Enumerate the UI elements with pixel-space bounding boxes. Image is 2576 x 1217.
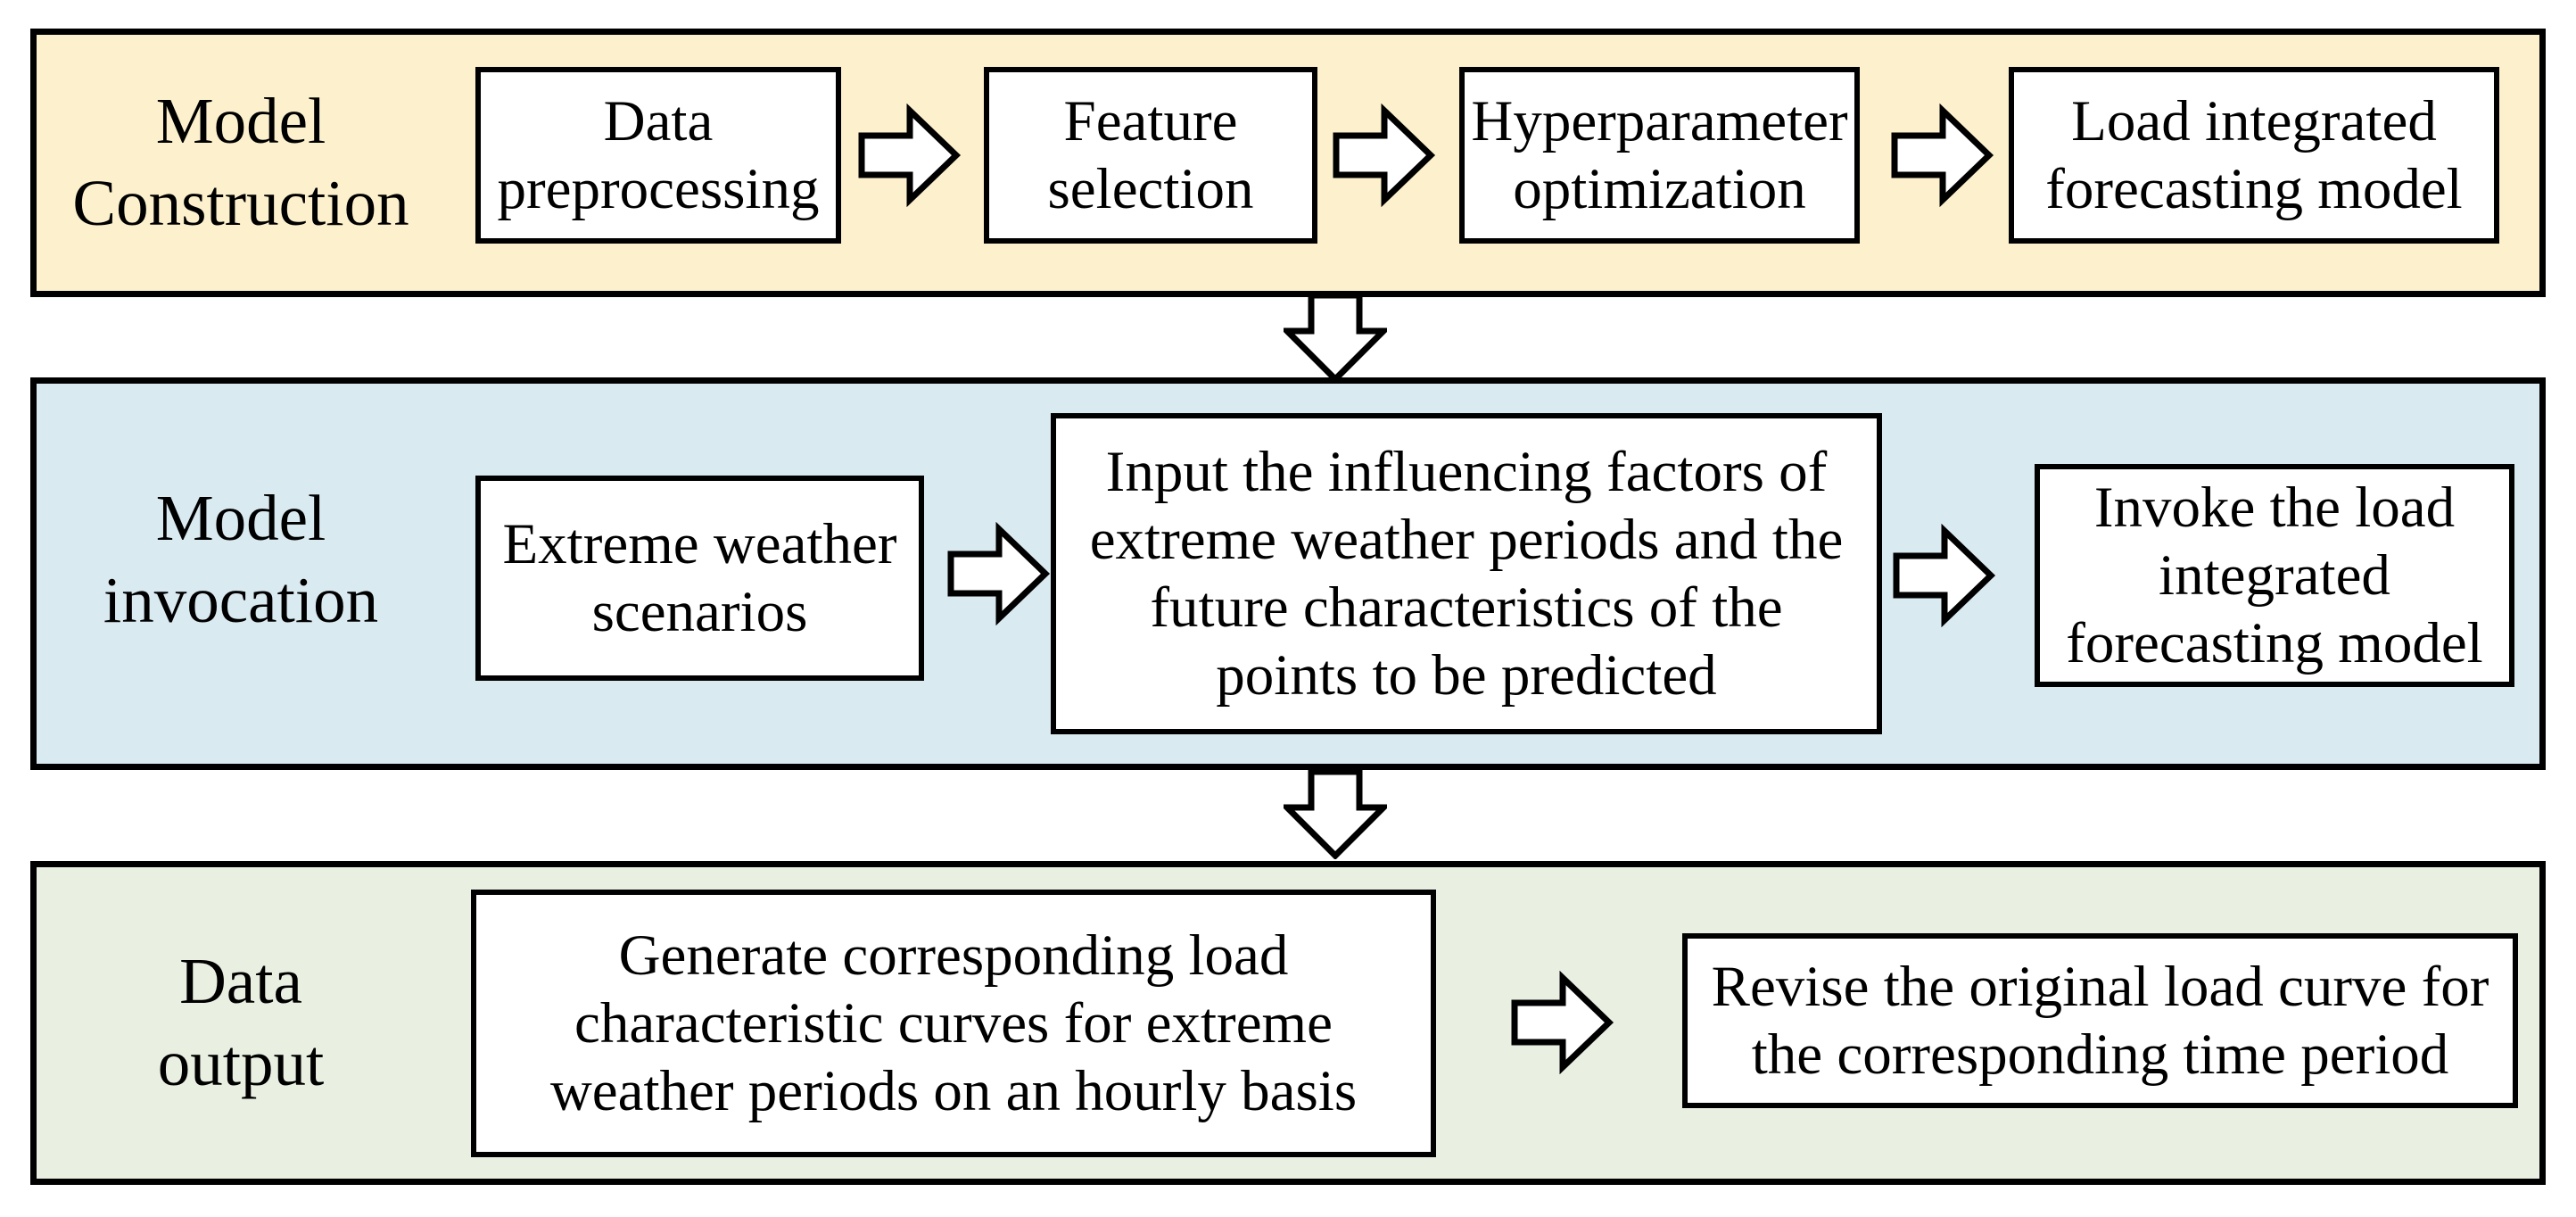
flow-box-load-integrated-forecasting-model: Load integrated forecasting model [2009,67,2499,244]
down-arrow-icon [1284,294,1387,383]
flow-box-data-preprocessing: Data preprocessing [475,67,841,244]
flow-box-hyperparameter-optimization: Hyperparameter optimization [1459,67,1860,244]
flow-box-feature-selection: Feature selection [984,67,1317,244]
flow-box-invoke-forecasting-model: Invoke the load integrated forecasting m… [2035,464,2514,687]
flow-box-input-influencing-factors: Input the influencing factors of extreme… [1051,413,1882,734]
right-arrow-icon [1511,971,1614,1074]
band-label-data-output: Data output [157,945,325,1099]
right-arrow-icon [1893,524,1996,627]
flow-box-extreme-weather-scenarios: Extreme weather scenarios [475,476,924,681]
right-arrow-icon [858,103,962,207]
right-arrow-icon [947,522,1051,625]
right-arrow-icon [1891,103,1994,207]
down-arrow-icon [1284,770,1387,859]
band-label-model-construction: Model Construction [72,85,409,239]
band-label-model-invocation: Model invocation [103,482,379,636]
flow-box-generate-load-curves: Generate corresponding load characterist… [471,890,1436,1157]
flow-box-revise-load-curve: Revise the original load curve for the c… [1682,933,2518,1108]
right-arrow-icon [1333,103,1436,207]
